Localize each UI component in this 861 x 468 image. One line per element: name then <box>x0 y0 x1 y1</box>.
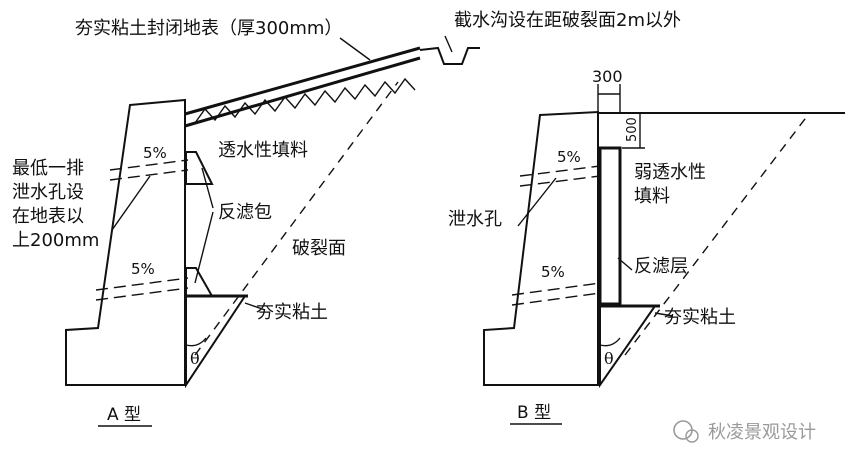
a-compacted-clay-label: 夯实粘土 <box>256 302 328 323</box>
b-slope-lower-label: 5% <box>541 263 565 281</box>
watermark-text: 秋凌景观设计 <box>708 422 816 443</box>
b-slope-upper-label: 5% <box>557 148 581 166</box>
intercept-ditch <box>419 46 480 65</box>
b-filter-layer-strip <box>598 146 622 306</box>
a-theta-arc <box>185 337 207 347</box>
b-compacted-clay-label: 夯实粘土 <box>664 307 736 328</box>
b-weak-fill-line2: 填料 <box>634 186 670 207</box>
a-rupture-plane-line <box>194 81 399 356</box>
b-weak-fill-line1: 弱透水性 <box>634 162 706 183</box>
a-weep-note-line3: 在地表以 <box>12 206 84 227</box>
a-clay-cover-truss <box>194 77 416 124</box>
a-weep-hole-upper <box>109 159 189 181</box>
a-weep-note-line1: 最低一排 <box>12 158 84 179</box>
b-leader-lines <box>517 177 674 317</box>
b-dim-500-label: 500 <box>625 117 640 142</box>
b-dim-500-line <box>622 112 645 149</box>
a-retaining-wall <box>65 98 186 386</box>
b-weep-hole-lower <box>511 282 601 306</box>
b-filter-layer-label: 反滤层 <box>634 256 688 277</box>
a-rupture-plane-label: 破裂面 <box>292 238 346 259</box>
a-leader-lines <box>111 35 453 311</box>
a-weep-note-line2: 泄水孔设 <box>12 182 84 203</box>
type-a-section <box>65 35 480 389</box>
b-weep-hole-upper <box>519 165 601 187</box>
intercept-ditch-label: 截水沟设在距破裂面2m以外 <box>454 10 681 31</box>
a-type-title: A 型 <box>107 405 141 425</box>
b-weep-hole-label: 泄水孔 <box>448 209 502 230</box>
a-compacted-cover-label: 夯实粘土封闭地表（厚300mm） <box>75 18 342 39</box>
a-filter-pack-label: 反滤包 <box>218 202 272 223</box>
wechat-icon-inner <box>685 429 699 443</box>
a-slope-upper-label: 5% <box>143 144 167 162</box>
a-permeable-fill-label: 透水性填料 <box>218 140 308 161</box>
a-weep-hole-lower <box>95 277 189 301</box>
a-theta-label: θ <box>190 349 200 368</box>
type-b-section <box>483 84 845 389</box>
b-type-title: B 型 <box>517 403 551 423</box>
a-filter-pack-lower <box>185 267 214 297</box>
b-theta-arc <box>599 337 621 347</box>
a-clay-cover-layer <box>184 46 421 128</box>
a-slope-lower-label: 5% <box>131 260 155 278</box>
b-rupture-plane-line <box>624 114 809 356</box>
a-weep-note-line4: 上200mm <box>12 230 99 251</box>
a-filter-pack-upper <box>185 151 214 185</box>
b-dim-300-line <box>597 84 621 112</box>
a-compacted-clay-fill <box>185 295 247 389</box>
b-retaining-wall <box>483 110 599 386</box>
b-dim-300-label: 300 <box>592 67 623 86</box>
b-theta-label: θ <box>604 349 614 368</box>
watermark: 秋凌景观设计 <box>673 420 816 443</box>
